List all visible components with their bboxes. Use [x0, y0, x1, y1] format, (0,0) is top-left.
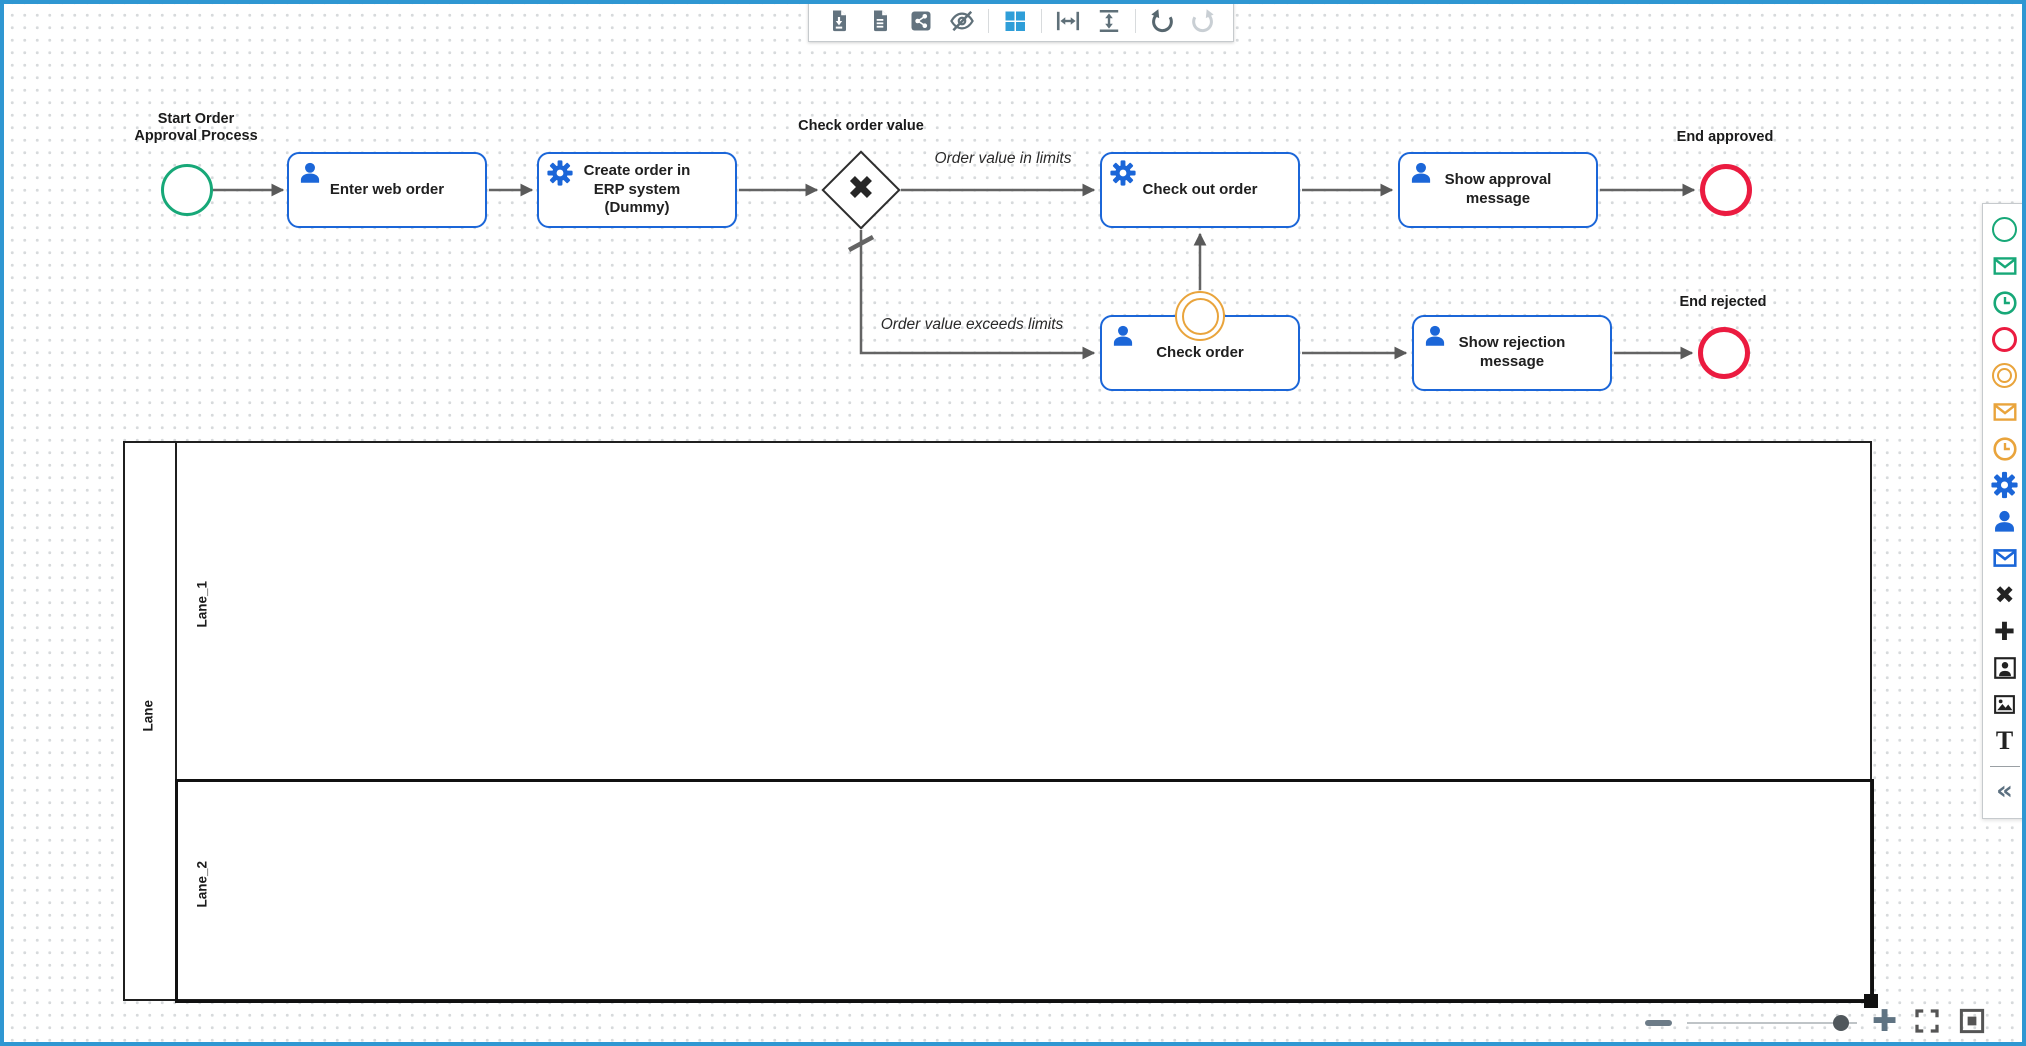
eye-off-icon[interactable] — [947, 6, 977, 36]
image-icon[interactable] — [1991, 691, 2018, 718]
timer-start-event-icon[interactable] — [1991, 289, 2018, 316]
user-icon — [1425, 325, 1445, 346]
lane-1-label: Lane_1 — [194, 580, 210, 628]
grid-icon[interactable] — [1000, 6, 1030, 36]
task-label: Check order — [1156, 343, 1244, 361]
toolbar-divider — [1135, 8, 1136, 33]
zoom-controls: ✚ — [1645, 1004, 1987, 1042]
timer-intermediate-event-icon[interactable] — [1991, 435, 2018, 462]
zoom-slider-knob[interactable] — [1833, 1015, 1849, 1031]
element-palette: ✖ ✚ T « — [1982, 203, 2026, 819]
pool-title: Lane — [140, 699, 156, 732]
message-intermediate-event-icon[interactable] — [1991, 399, 2018, 426]
top-toolbar — [808, 0, 1234, 42]
task-label: Show rejection message — [1458, 334, 1566, 370]
participant-icon[interactable] — [1991, 654, 2018, 681]
zoom-slider[interactable] — [1687, 1015, 1857, 1031]
collapse-palette-icon[interactable]: « — [1996, 776, 2013, 807]
user-icon — [1411, 162, 1431, 183]
resize-handle[interactable] — [1864, 994, 1878, 1008]
task-show-rejection-message[interactable]: Show rejection message — [1412, 315, 1612, 391]
end-event-approved[interactable] — [1700, 164, 1752, 216]
end-rejected-label: End rejected — [1679, 294, 1767, 310]
send-task-icon[interactable] — [1991, 545, 2018, 572]
flow-label-in-limits: Order value in limits — [934, 150, 1072, 167]
toolbar-divider — [1041, 8, 1042, 33]
user-icon — [1113, 325, 1133, 346]
gear-icon — [547, 160, 573, 186]
undo-icon[interactable] — [1147, 6, 1177, 36]
document-icon[interactable] — [865, 6, 895, 36]
file-download-icon[interactable] — [824, 6, 854, 36]
service-task-icon[interactable] — [1991, 471, 2018, 499]
palette-divider — [1989, 765, 2020, 767]
parallel-gateway-icon[interactable]: ✚ — [1994, 616, 2015, 646]
end-approved-label: End approved — [1676, 129, 1774, 145]
task-enter-web-order[interactable]: Enter web order — [287, 152, 487, 228]
pool-header-divider — [175, 443, 177, 999]
exclusive-gateway-icon[interactable]: ✖ — [1994, 580, 2015, 609]
start-event-icon[interactable] — [1991, 216, 2018, 243]
end-event-rejected[interactable] — [1698, 327, 1750, 379]
exclusive-gateway-x-icon: ✖ — [847, 167, 875, 207]
task-create-order-erp[interactable]: Create order in ERP system (Dummy) — [537, 152, 737, 228]
gear-icon — [1110, 160, 1136, 186]
flow-label-exceeds-limits: Order value exceeds limits — [880, 316, 1064, 333]
zoom-in-button[interactable]: ✚ — [1872, 1003, 1898, 1039]
task-label: Enter web order — [329, 180, 445, 198]
zoom-out-button[interactable] — [1645, 1020, 1672, 1026]
task-label: Show approval message — [1444, 171, 1552, 207]
lane-2[interactable] — [175, 779, 1874, 1003]
task-label: Create order in ERP system (Dummy) — [583, 161, 691, 217]
task-label: Check out order — [1142, 180, 1258, 198]
start-event-label: Start Order Approval Process — [134, 111, 258, 145]
end-event-icon[interactable] — [1991, 326, 2018, 353]
task-show-approval-message[interactable]: Show approval message — [1398, 152, 1598, 228]
gateway-label: Check order value — [798, 118, 924, 134]
fit-viewport-button[interactable] — [1912, 1006, 1942, 1041]
text-annotation-icon[interactable]: T — [1995, 725, 2014, 755]
lane-2-label: Lane_2 — [194, 860, 210, 908]
user-icon — [300, 162, 320, 183]
user-task-icon[interactable] — [1991, 508, 2018, 535]
intermediate-event-icon[interactable] — [1991, 362, 2018, 389]
minimap-button[interactable] — [1957, 1006, 1987, 1041]
horizontal-fit-icon[interactable] — [1053, 6, 1083, 36]
task-check-out-order[interactable]: Check out order — [1100, 152, 1300, 228]
boundary-event-inner — [1181, 297, 1219, 335]
share-icon[interactable] — [906, 6, 936, 36]
redo-icon[interactable] — [1188, 6, 1218, 36]
pool[interactable]: Lane Lane_1 Lane_2 — [123, 441, 1874, 1003]
start-event[interactable] — [161, 164, 213, 216]
toolbar-divider — [988, 8, 989, 33]
message-start-event-icon[interactable] — [1991, 253, 2018, 280]
vertical-fit-icon[interactable] — [1094, 6, 1124, 36]
